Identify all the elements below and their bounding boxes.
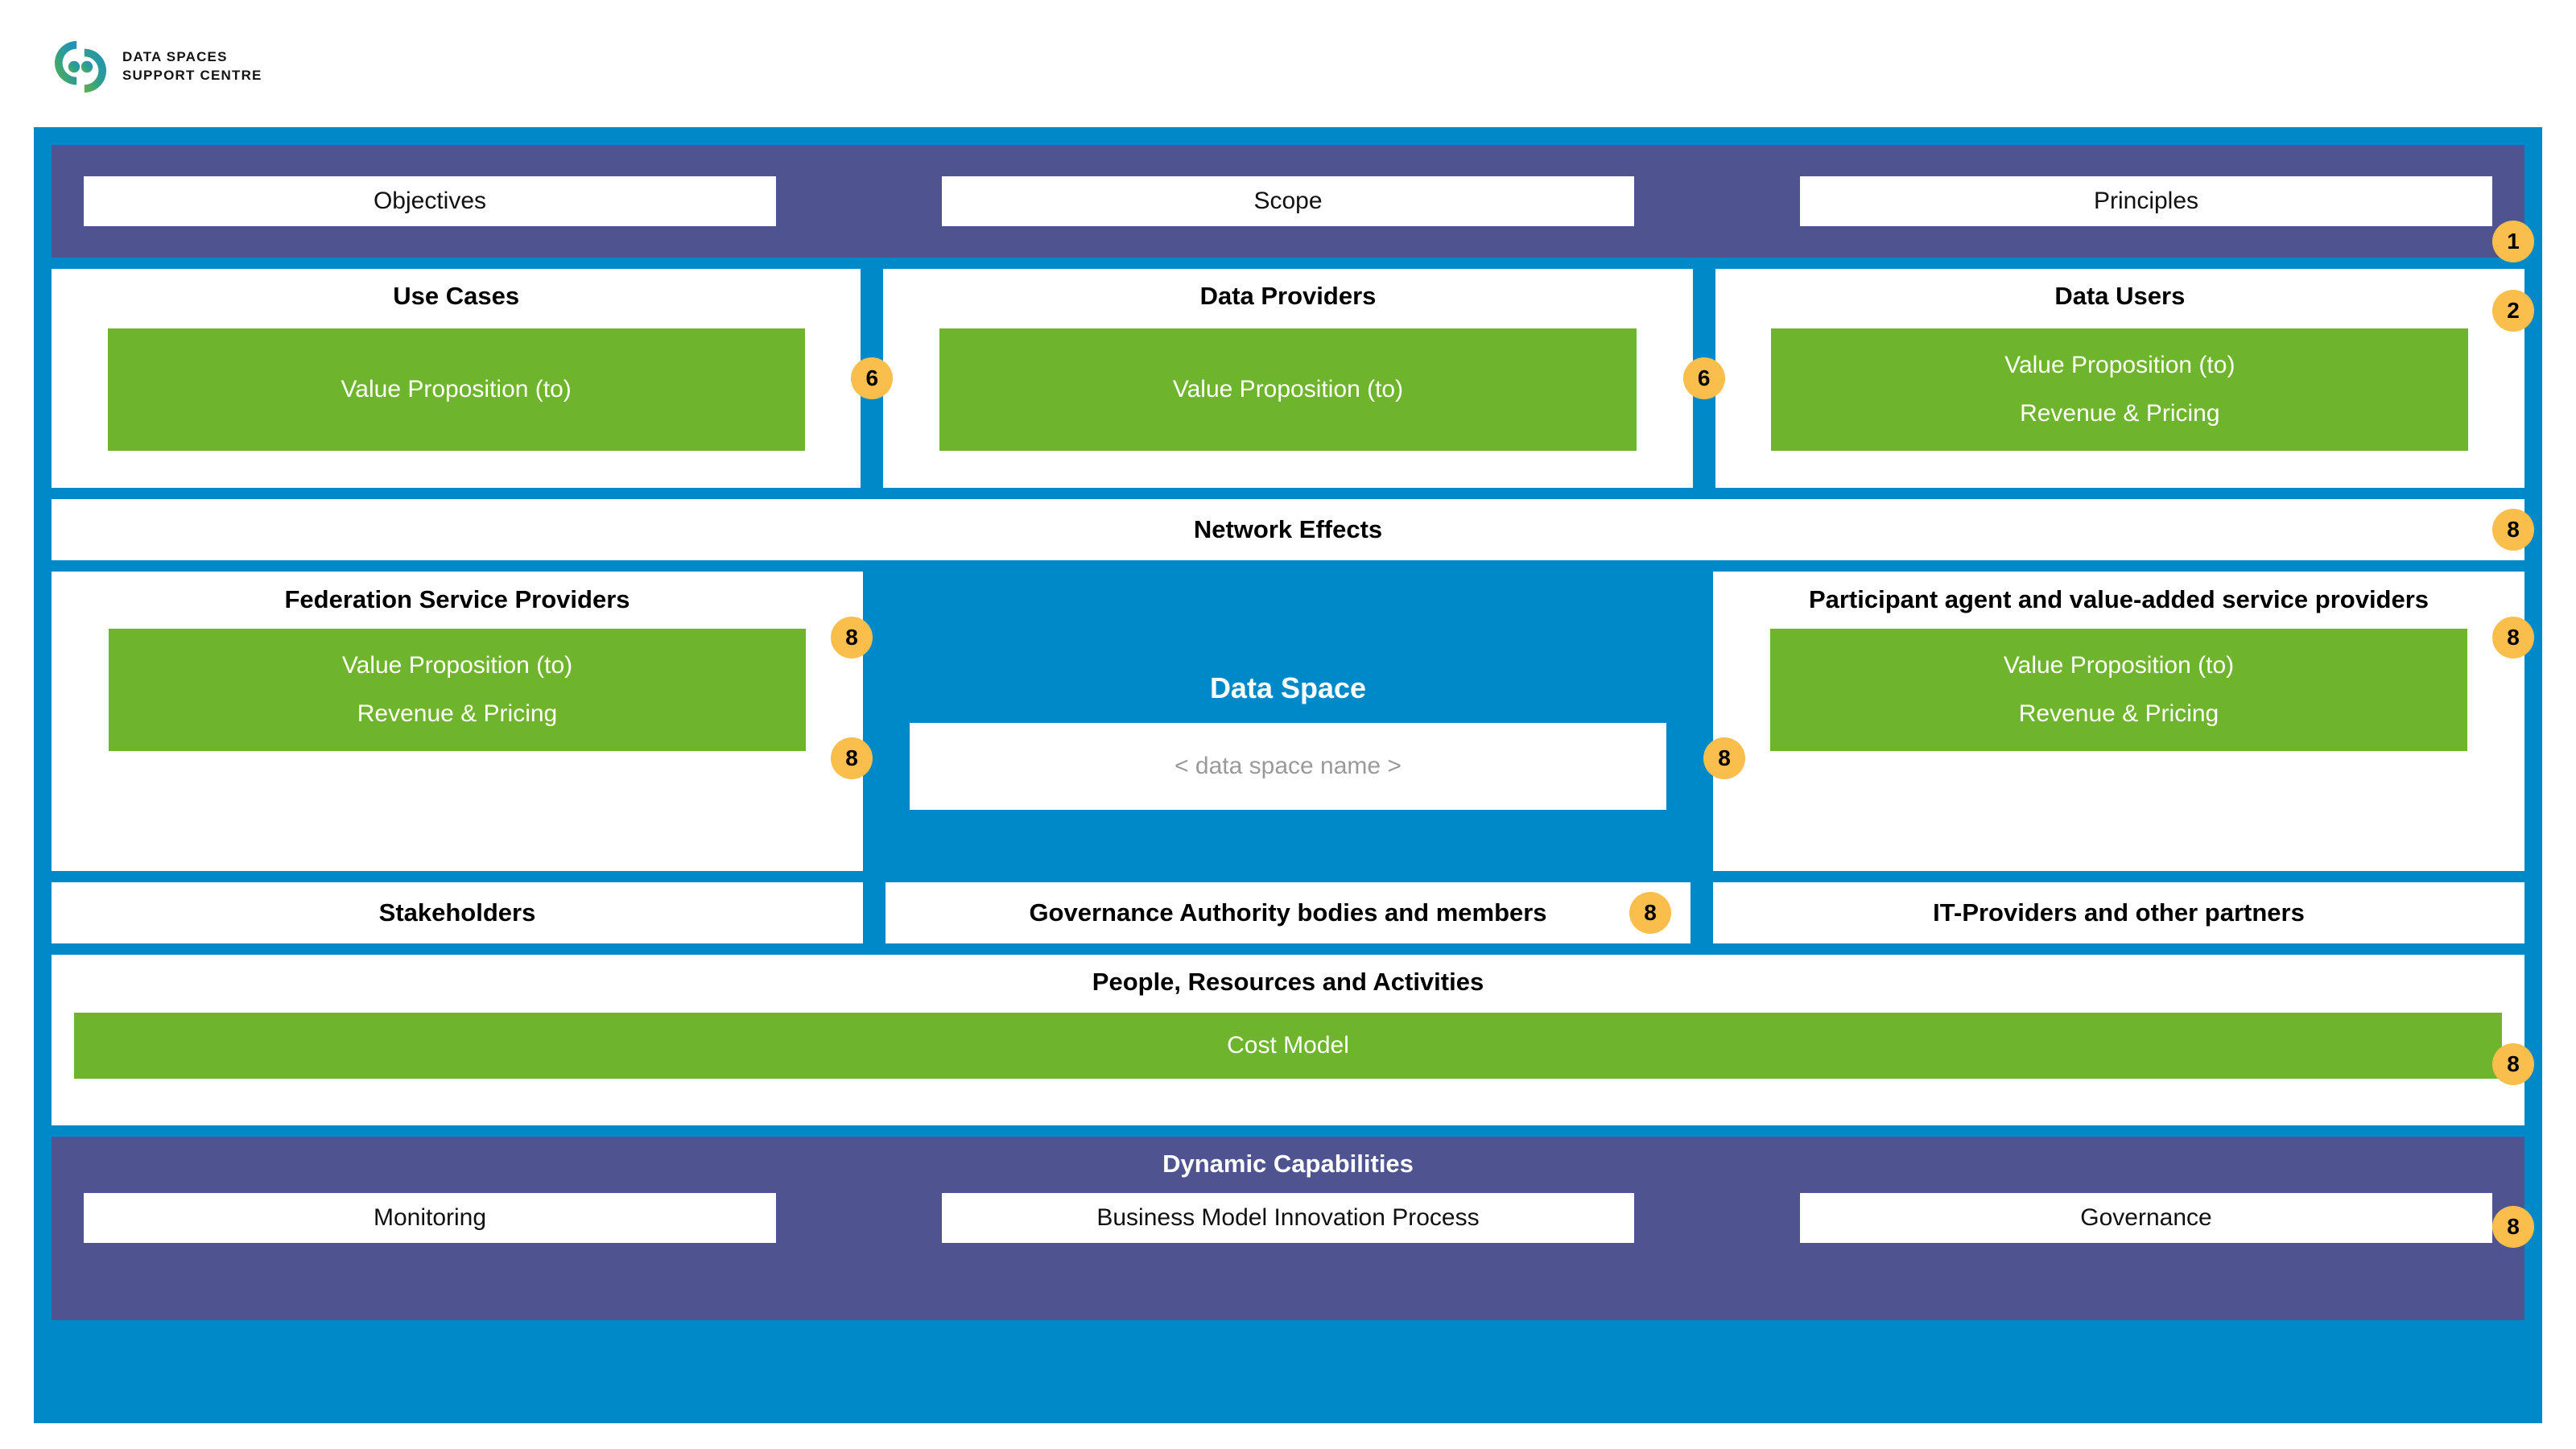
data-space-name-placeholder: < data space name >: [1174, 753, 1402, 779]
actor-column-data-providers: Data Providers Value Proposition (to): [883, 269, 1693, 488]
brand-name-line1: DATA SPACES: [122, 49, 228, 65]
brand-name: DATA SPACES SUPPORT CENTRE: [122, 48, 262, 85]
badge-dynamic-capabilities[interactable]: 8: [2492, 1206, 2534, 1248]
people-resources-band: People, Resources and Activities Cost Mo…: [52, 955, 2534, 1125]
badge-people-resources-number: 8: [2507, 1051, 2520, 1076]
data-space-name-input[interactable]: < data space name >: [910, 723, 1666, 810]
badge-federation-value-number: 8: [845, 745, 858, 770]
actor-header-data-providers: Data Providers: [1199, 282, 1377, 310]
actor-header-use-cases: Use Cases: [393, 282, 520, 310]
data-space-title: Data Space: [1209, 671, 1367, 704]
dynamic-capabilities-boxes: Monitoring Business Model Innovation Pro…: [84, 1193, 2492, 1243]
people-resources-header: People, Resources and Activities: [1092, 968, 1484, 996]
badge-federation-header[interactable]: 8: [831, 617, 873, 658]
value-box-federation-service-providers[interactable]: Value Proposition (to) Revenue & Pricing: [109, 628, 806, 751]
stakeholders-gap-right: [1690, 882, 1713, 943]
data-space-center: Data Space < data space name >: [863, 572, 1713, 871]
badge-strategy[interactable]: 1: [2492, 221, 2534, 262]
stakeholders-label: Stakeholders: [378, 898, 536, 927]
strategy-box-scope[interactable]: Scope: [942, 176, 1634, 226]
badge-network-effects-number: 8: [2507, 517, 2520, 542]
stakeholders-band: Stakeholders Governance Authority bodies…: [52, 882, 2524, 943]
dynamic-box-governance[interactable]: Governance: [1800, 1193, 2492, 1243]
badge-actors-right[interactable]: 6: [1682, 357, 1725, 399]
federation-service-providers-header: Federation Service Providers: [284, 585, 630, 613]
network-effects-band[interactable]: Network Effects 8: [52, 499, 2534, 560]
badge-people-resources[interactable]: 8: [2492, 1043, 2534, 1085]
strategy-box-scope-label: Scope: [1253, 188, 1323, 214]
value-box-data-providers[interactable]: Value Proposition (to): [939, 328, 1637, 451]
strategy-box-principles-label: Principles: [2093, 188, 2199, 214]
stakeholders-box[interactable]: Stakeholders: [52, 882, 863, 943]
value-box-fsp-line-1: Value Proposition (to): [341, 651, 573, 679]
value-box-data-providers-line-1: Value Proposition (to): [1172, 376, 1404, 402]
federation-service-providers-column: Federation Service Providers Value Propo…: [52, 572, 873, 871]
value-box-participant-line-1: Value Proposition (to): [2003, 651, 2235, 679]
badge-participant-value-number: 8: [1718, 745, 1731, 770]
dynamic-capabilities-band: Dynamic Capabilities Monitoring Business…: [52, 1137, 2534, 1320]
dynamic-capabilities-header: Dynamic Capabilities: [1162, 1150, 1414, 1178]
dynamic-box-monitoring-label: Monitoring: [373, 1204, 487, 1231]
strategy-box-objectives-label: Objectives: [373, 188, 487, 214]
actors-band: Use Cases Value Proposition (to) 6 Data …: [52, 269, 2534, 488]
brand-name-line2: SUPPORT CENTRE: [122, 68, 262, 83]
it-providers-box[interactable]: IT-Providers and other partners: [1713, 882, 2524, 943]
value-box-participant-line-2: Revenue & Pricing: [2018, 700, 2219, 727]
actor-header-data-users: Data Users: [2054, 282, 2186, 310]
badge-network-effects[interactable]: 8: [2492, 509, 2534, 551]
badge-actors-left-number: 6: [865, 365, 879, 390]
value-box-use-cases-line-1: Value Proposition (to): [341, 376, 572, 402]
governance-authority-box[interactable]: Governance Authority bodies and members …: [886, 882, 1690, 943]
network-effects-label: Network Effects: [1193, 515, 1383, 543]
badge-federation-value[interactable]: 8: [831, 737, 873, 779]
actors-gap-left: 6: [851, 269, 894, 488]
cost-model-box[interactable]: Cost Model: [74, 1013, 2502, 1079]
data-spaces-support-centre-logo-icon: [48, 35, 113, 99]
governance-authority-label: Governance Authority bodies and members: [1029, 898, 1547, 927]
participant-agent-column: Participant agent and value-added servic…: [1703, 572, 2534, 871]
actors-gap-right: 6: [1682, 269, 1725, 488]
cost-model-label: Cost Model: [1227, 1032, 1349, 1059]
value-box-data-users[interactable]: Value Proposition (to) Revenue & Pricing: [1771, 328, 2469, 451]
stakeholders-gap-left: [863, 882, 886, 943]
badge-participant-header-number: 8: [2507, 625, 2520, 650]
dynamic-box-governance-label: Governance: [2080, 1204, 2212, 1231]
badge-participant-value[interactable]: 8: [1703, 737, 1745, 779]
value-box-participant-agent[interactable]: Value Proposition (to) Revenue & Pricing: [1770, 628, 2467, 751]
dynamic-box-business-model-innovation-process[interactable]: Business Model Innovation Process: [942, 1193, 1634, 1243]
badge-federation-header-number: 8: [845, 625, 858, 650]
badge-strategy-number: 1: [2507, 229, 2520, 254]
badge-governance-authority-number: 8: [1644, 900, 1657, 925]
actor-column-data-users: Data Users Value Proposition (to) Revenu…: [1715, 269, 2534, 488]
badge-actors-right-number: 6: [1697, 365, 1711, 390]
brand-header: DATA SPACES SUPPORT CENTRE: [48, 23, 386, 111]
it-providers-label: IT-Providers and other partners: [1933, 898, 2305, 927]
business-model-canvas: Objectives Scope Principles 1 Use Cases …: [34, 127, 2542, 1423]
badge-actors-left[interactable]: 6: [851, 357, 894, 399]
strategy-box-objectives[interactable]: Objectives: [84, 176, 776, 226]
value-box-data-users-line-1: Value Proposition (to): [2004, 352, 2235, 378]
badge-dynamic-capabilities-number: 8: [2507, 1214, 2520, 1239]
value-box-use-cases[interactable]: Value Proposition (to): [107, 328, 805, 451]
data-space-core-band: Federation Service Providers Value Propo…: [52, 572, 2534, 871]
value-box-fsp-line-2: Revenue & Pricing: [357, 700, 558, 727]
badge-actors[interactable]: 2: [2491, 290, 2534, 332]
dynamic-box-business-model-innovation-process-label: Business Model Innovation Process: [1096, 1204, 1480, 1231]
participant-agent-header: Participant agent and value-added servic…: [1808, 585, 2429, 613]
badge-governance-authority[interactable]: 8: [1629, 892, 1671, 934]
strategy-box-principles[interactable]: Principles: [1800, 176, 2492, 226]
badge-actors-number: 2: [2507, 298, 2520, 323]
badge-participant-header[interactable]: 8: [2492, 617, 2534, 658]
value-box-data-users-line-2: Revenue & Pricing: [2020, 400, 2220, 427]
dynamic-box-monitoring[interactable]: Monitoring: [84, 1193, 776, 1243]
actor-column-use-cases: Use Cases Value Proposition (to): [52, 269, 861, 488]
strategy-band: Objectives Scope Principles 1: [52, 145, 2534, 262]
